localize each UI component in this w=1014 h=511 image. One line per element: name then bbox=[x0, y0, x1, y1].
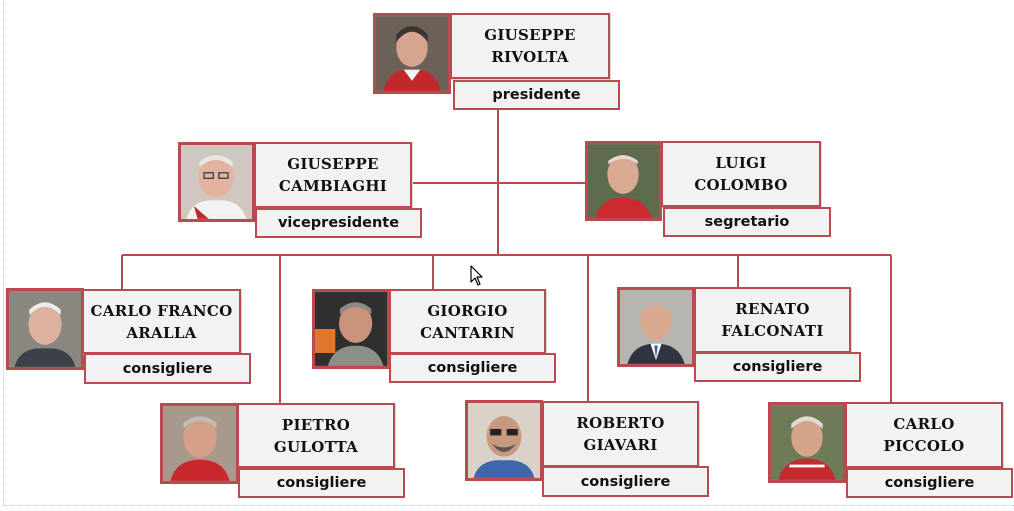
member-photo bbox=[6, 288, 84, 370]
member-photo bbox=[768, 402, 846, 483]
member-photo bbox=[312, 289, 390, 369]
member-name: ROBERTO GIAVARI bbox=[542, 401, 699, 467]
member-name: RENATO FALCONATI bbox=[694, 287, 851, 353]
member-role: segretario bbox=[663, 207, 831, 237]
avatar-icon bbox=[588, 144, 659, 218]
avatar-icon bbox=[163, 406, 236, 481]
member-photo bbox=[373, 13, 451, 94]
member-role: consigliere bbox=[694, 352, 861, 382]
avatar-icon bbox=[315, 292, 387, 366]
member-role: consigliere bbox=[542, 466, 709, 497]
avatar-icon bbox=[181, 145, 252, 219]
member-photo bbox=[178, 142, 255, 222]
member-role: consigliere bbox=[846, 468, 1013, 498]
member-name: CARLO FRANCO ARALLA bbox=[82, 289, 241, 354]
avatar-icon bbox=[468, 403, 540, 478]
member-name: GIORGIO CANTARIN bbox=[389, 289, 546, 354]
member-name: GIUSEPPE RIVOLTA bbox=[450, 13, 610, 79]
member-name: LUIGI COLOMBO bbox=[661, 141, 821, 207]
avatar-icon bbox=[376, 16, 448, 91]
member-role: consigliere bbox=[84, 353, 251, 384]
avatar-icon bbox=[771, 405, 843, 480]
member-photo bbox=[585, 141, 662, 221]
member-name: CARLO PICCOLO bbox=[845, 402, 1003, 468]
member-photo bbox=[160, 403, 239, 484]
member-role: consigliere bbox=[238, 468, 405, 498]
canvas-border-bottom bbox=[3, 505, 1014, 506]
member-role: presidente bbox=[453, 80, 620, 110]
member-photo bbox=[617, 287, 695, 367]
member-role: consigliere bbox=[389, 353, 556, 383]
member-role: vicepresidente bbox=[255, 208, 422, 238]
member-photo bbox=[465, 400, 543, 481]
avatar-icon bbox=[620, 290, 692, 364]
avatar-icon bbox=[9, 291, 81, 367]
member-name: GIUSEPPE CAMBIAGHI bbox=[254, 142, 412, 208]
mouse-pointer-icon bbox=[470, 265, 483, 286]
canvas-border-left bbox=[3, 0, 4, 505]
member-name: PIETRO GULOTTA bbox=[237, 403, 395, 468]
